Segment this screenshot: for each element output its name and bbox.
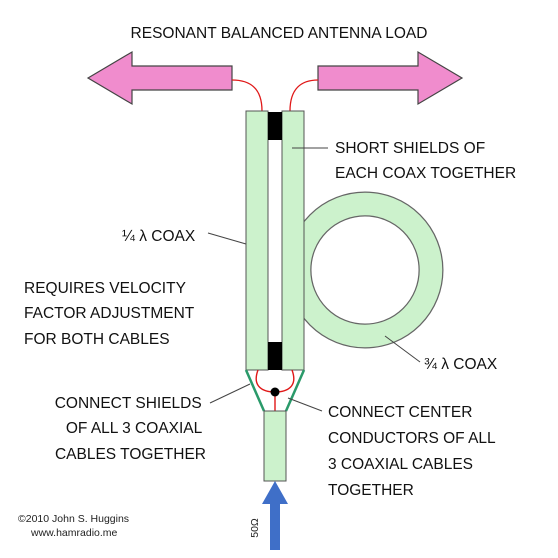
feed-coax <box>263 410 287 482</box>
leader-quarter-coax <box>207 232 247 245</box>
right-center-wire <box>289 79 319 112</box>
website-text: www.hamradio.me <box>30 527 118 539</box>
short-shields-label: SHORT SHIELDS OF EACH COAX TOGETHER <box>335 140 516 182</box>
diagram-title: RESONANT BALANCED ANTENNA LOAD <box>131 25 428 42</box>
three-quarter-coax-label: ¾ λ COAX <box>424 356 498 373</box>
impedance-label: 50Ω <box>249 518 261 538</box>
leader-connect-shields <box>209 383 251 404</box>
connect-shields-label: CONNECT SHIELDS OF ALL 3 COAXIAL CABLES … <box>55 395 206 463</box>
shield-junction-lines <box>244 369 306 412</box>
feed-arrow <box>262 481 288 550</box>
leader-connect-center <box>287 397 323 412</box>
velocity-factor-label: REQUIRES VELOCITY FACTOR ADJUSTMENT FOR … <box>24 280 198 348</box>
bottom-shield-short <box>268 342 282 370</box>
left-load-arrow <box>86 50 233 106</box>
left-center-wire <box>231 79 263 112</box>
three-quarter-coax-start <box>281 110 305 371</box>
copyright-text: ©2010 John S. Huggins <box>18 513 129 525</box>
leader-three-quarter-coax <box>384 335 421 363</box>
right-load-arrow <box>317 50 464 106</box>
connect-center-label: CONNECT CENTER CONDUCTORS OF ALL 3 COAXI… <box>328 404 499 499</box>
quarter-coax <box>245 110 269 371</box>
top-shield-short <box>268 112 282 140</box>
quarter-coax-label: ¼ λ COAX <box>122 228 196 245</box>
three-quarter-coax-loop-fill <box>287 192 443 348</box>
center-junction-dot <box>270 387 280 397</box>
